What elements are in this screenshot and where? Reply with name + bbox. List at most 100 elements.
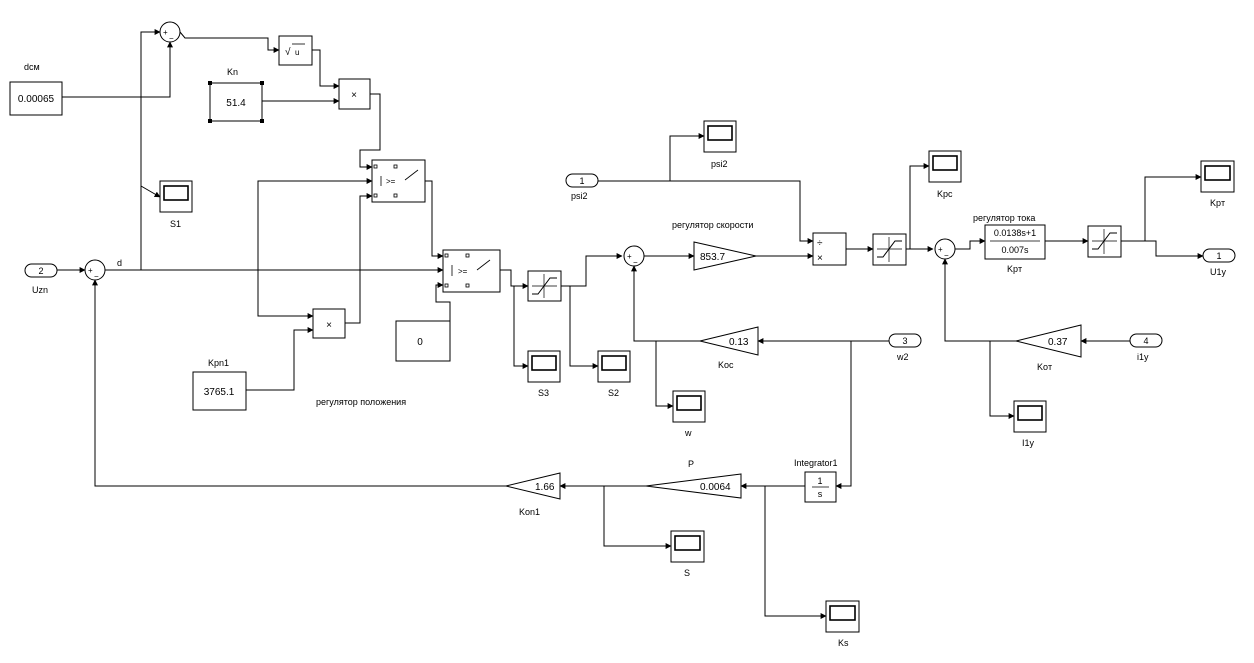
i1y-label: i1y (1137, 352, 1149, 362)
koc-label: Koc (718, 360, 734, 370)
psi2-label: psi2 (571, 191, 588, 201)
w-scope-label: w (684, 428, 692, 438)
scope-s[interactable]: S (670, 530, 705, 578)
zero-value: 0 (417, 337, 423, 348)
transfer-fcn-kpt[interactable]: 0.0138s+1 0.007s Kpт (984, 224, 1046, 274)
switch-threshold-icon: >= (386, 177, 396, 186)
signal-wires (57, 29, 1204, 619)
kot-value: 0.37 (1048, 337, 1068, 348)
inport-psi2[interactable]: 1 psi2 (565, 173, 599, 201)
scope-i1y[interactable]: I1y (1013, 400, 1047, 448)
s-scope-label: S (684, 568, 690, 578)
minus-sign: − (169, 34, 174, 43)
sqrt-block[interactable]: √ u (278, 35, 313, 66)
minus-sign: − (944, 251, 949, 260)
uzn-label: Uzn (32, 285, 48, 295)
kpt-tf-label: Kpт (1007, 264, 1022, 274)
constant-kn[interactable]: Kn 51.4 (208, 67, 264, 123)
dsm-label: dсм (24, 62, 40, 72)
koc-value: 0.13 (729, 337, 749, 348)
inport-i1y[interactable]: 4 i1y (1129, 333, 1163, 362)
minus-sign: − (633, 258, 638, 267)
current-regulator-caption: регулятор тока (973, 213, 1035, 223)
ks-scope-label: Ks (838, 638, 849, 648)
u1y-port-number: 1 (1216, 251, 1221, 261)
switch-top[interactable]: >= (371, 159, 426, 203)
s1-label: S1 (170, 219, 181, 229)
dsm-value: 0.00065 (18, 94, 55, 105)
integrator-denominator: s (818, 489, 823, 499)
switch-bottom[interactable]: >= (442, 249, 501, 293)
scope-s1[interactable]: S1 (159, 180, 193, 229)
u1y-label: U1y (1210, 267, 1227, 277)
integrator-1[interactable]: Integrator1 1 s (794, 458, 838, 503)
integrator-label: Integrator1 (794, 458, 838, 468)
inport-w2[interactable]: 3 w2 (888, 333, 922, 362)
plus-sign: + (88, 266, 93, 275)
position-regulator-caption: регулятор положения (316, 397, 406, 407)
p-value: 0.0064 (700, 482, 731, 493)
s2-label: S2 (608, 388, 619, 398)
p-label: P (688, 459, 694, 469)
constant-kpn1[interactable]: Kpn1 3765.1 (192, 358, 247, 411)
gain-kon1[interactable]: 1.66 Kon1 (505, 472, 561, 517)
scope-s2[interactable]: S2 (597, 350, 631, 398)
kon1-value: 1.66 (535, 482, 555, 493)
i1y-port-number: 4 (1143, 336, 1148, 346)
d-label: d (117, 258, 122, 268)
constant-zero[interactable]: 0 (395, 320, 451, 362)
outport-u1y[interactable]: 1 U1y (1202, 248, 1236, 277)
kn-label: Kn (227, 67, 238, 77)
sum-current[interactable]: + − (934, 238, 956, 260)
switch-threshold-icon: >= (458, 267, 468, 276)
uzn-port-number: 2 (38, 266, 43, 276)
inport-uzn[interactable]: 2 Uzn (24, 263, 58, 295)
saturation-3[interactable] (1087, 225, 1122, 258)
mult-icon: × (817, 253, 823, 264)
i1y-scope-label: I1y (1022, 438, 1035, 448)
saturation-2[interactable] (872, 233, 907, 266)
w2-port-number: 3 (902, 336, 907, 346)
scope-kpc[interactable]: Kpc (928, 150, 962, 199)
kpc-label: Kpc (937, 189, 953, 199)
gain-koc[interactable]: 0.13 Koc (699, 326, 759, 370)
product-top[interactable]: × (338, 78, 371, 110)
divide-block[interactable]: ÷ × (812, 232, 847, 266)
scope-psi2[interactable]: psi2 (703, 120, 737, 169)
plus-sign: + (938, 245, 943, 254)
divide-icon: ÷ (817, 238, 823, 249)
minus-sign: − (94, 272, 99, 281)
sqrt-icon: √ (285, 46, 291, 58)
gain-p[interactable]: P 0.0064 (645, 459, 742, 499)
integrator-numerator: 1 (817, 476, 822, 486)
kpt-scope-label: Kpт (1210, 198, 1225, 208)
gain-kot[interactable]: 0.37 Koт (1015, 324, 1082, 372)
kpn1-label: Kpn1 (208, 358, 229, 368)
s3-label: S3 (538, 388, 549, 398)
plus-sign: + (627, 252, 632, 261)
scope-w[interactable]: w (672, 390, 706, 438)
speed-gain-value: 853.7 (700, 252, 725, 263)
sqrt-arg: u (295, 48, 299, 57)
gain-speed-regulator[interactable]: 853.7 (693, 241, 757, 271)
scope-kpt[interactable]: Kpт (1200, 160, 1235, 208)
scope-ks[interactable]: Ks (825, 600, 860, 648)
scope-s3[interactable]: S3 (527, 350, 561, 398)
kpn1-value: 3765.1 (204, 387, 235, 398)
tf-denominator: 0.007s (1001, 245, 1029, 255)
kot-label: Koт (1037, 362, 1052, 372)
kn-value: 51.4 (226, 98, 246, 109)
tf-numerator: 0.0138s+1 (994, 228, 1036, 238)
sum-speed[interactable]: + − (623, 245, 645, 267)
psi2-scope-label: psi2 (711, 159, 728, 169)
plus-sign: + (163, 28, 168, 37)
speed-regulator-caption: регулятор скорости (672, 220, 753, 230)
mult-icon: × (351, 90, 357, 101)
kon1-label: Kon1 (519, 507, 540, 517)
constant-dsm[interactable]: dсм 0.00065 (9, 62, 63, 116)
product-bottom[interactable]: × (312, 308, 346, 339)
sum-position[interactable]: + − (84, 259, 106, 281)
saturation-1[interactable] (527, 270, 562, 302)
sum-top[interactable]: + − (159, 21, 181, 43)
